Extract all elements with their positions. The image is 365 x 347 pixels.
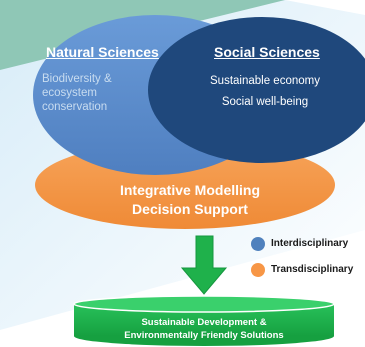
legend-label-transdisciplinary: Transdisciplinary <box>271 264 354 275</box>
integration-line: Integrative Modelling <box>119 182 260 198</box>
legend-dot-transdisciplinary <box>251 263 265 277</box>
natural-sciences-heading: Natural Sciences <box>46 44 159 60</box>
outcome-line: Environmentally Friendly Solutions <box>124 330 284 341</box>
down-arrow-icon <box>180 235 228 295</box>
natural-item: Biodiversity & <box>42 73 112 85</box>
natural-item: ecosystem <box>42 87 97 99</box>
social-sciences-items: Sustainable economy Social well-being <box>200 74 330 109</box>
social-item: Social well-being <box>221 96 309 108</box>
legend-label-interdisciplinary: Interdisciplinary <box>271 238 349 249</box>
integration-line: Decision Support <box>132 201 248 217</box>
social-item: Sustainable economy <box>210 75 320 87</box>
natural-item: conservation <box>42 101 108 113</box>
social-sciences-ellipse <box>148 17 365 163</box>
integration-label: Integrative Modelling Decision Support <box>95 181 285 219</box>
outcome-label: Sustainable Development & Environmentall… <box>84 316 324 342</box>
background-corner <box>285 0 365 15</box>
outcome-cylinder-top <box>73 295 335 313</box>
outcome-line: Sustainable Development & <box>141 317 267 328</box>
natural-sciences-items: Biodiversity & ecosystem conservation <box>42 72 112 114</box>
legend-dot-interdisciplinary <box>251 237 265 251</box>
social-sciences-heading: Social Sciences <box>214 44 320 60</box>
